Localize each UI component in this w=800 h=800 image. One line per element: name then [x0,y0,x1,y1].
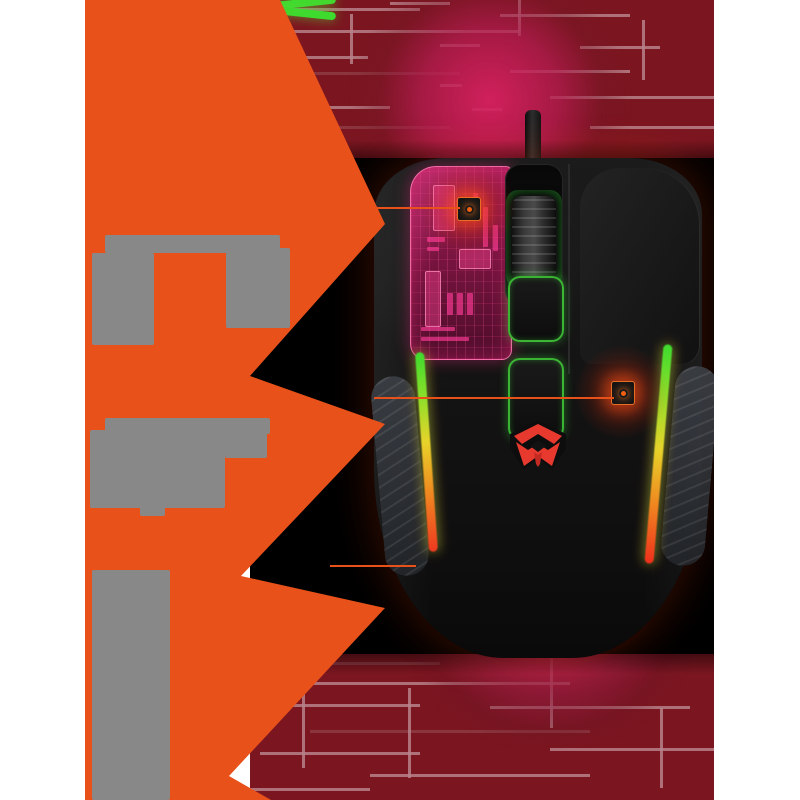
scroll-wheel [512,196,556,282]
redacted-body-block-a [92,253,154,345]
redacted-body-block-b [226,248,290,328]
meetion-shield-logo [506,418,570,474]
callout-1-lead-line [350,207,460,209]
callout-2-target-marker[interactable] [611,381,635,405]
gaming-mouse [250,0,714,800]
button-separator [568,164,570,374]
callout-3-lead-line [330,565,416,567]
callout-2-lead-line [374,397,614,399]
redacted-body-block-f [92,570,170,800]
dpi-button-upper [508,276,564,342]
redacted-body-block-e [140,458,165,516]
callout-1-target-marker[interactable] [457,197,481,221]
redacted-body-block-d [225,424,267,458]
right-main-button [580,168,700,364]
